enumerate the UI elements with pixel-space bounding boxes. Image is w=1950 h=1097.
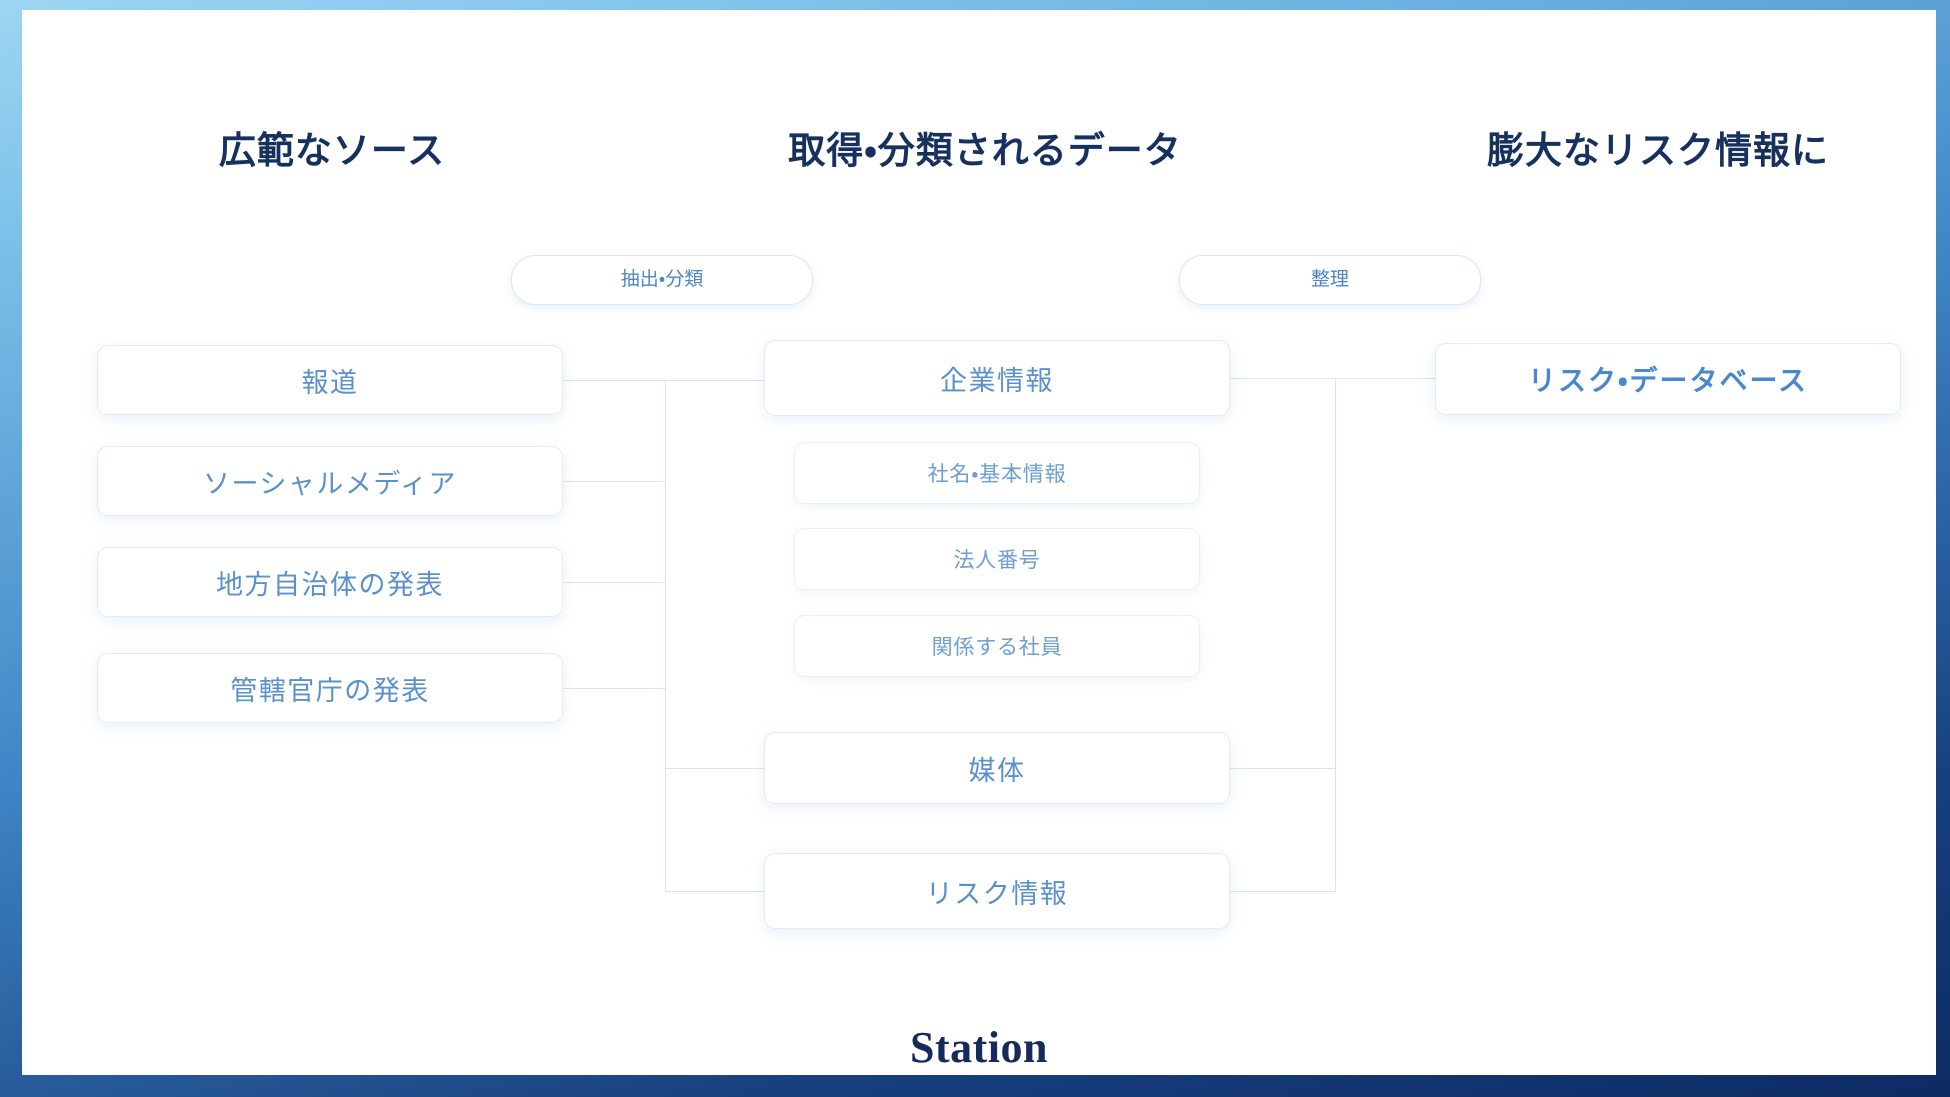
connector-company-to-trunk: [1230, 378, 1336, 379]
card-risk-information[interactable]: リスク情報: [764, 853, 1230, 929]
pill-extract-classify: 抽出・分類: [511, 255, 813, 305]
card-source-social-media[interactable]: ソーシャルメディア: [97, 446, 563, 516]
connector-trunk-to-database: [1335, 378, 1436, 379]
connector-left-trunk: [665, 380, 666, 891]
connector-right-trunk: [1335, 378, 1336, 891]
heading-risk-output: 膨大なリスク情報に: [1487, 130, 1829, 171]
pill-organize: 整理: [1179, 255, 1481, 305]
connector-trunk-to-media: [665, 768, 765, 769]
card-source-municipal-announcements[interactable]: 地方自治体の発表: [97, 547, 563, 617]
card-corporate-number[interactable]: 法人番号: [794, 528, 1200, 590]
connector-source-news: [563, 380, 666, 381]
connector-trunk-to-company: [665, 380, 765, 381]
card-source-agency-announcements[interactable]: 管轄官庁の発表: [97, 653, 563, 723]
card-company-name-basic-info[interactable]: 社名・基本情報: [794, 442, 1200, 504]
connector-source-social: [563, 481, 666, 482]
station-logo: Station: [910, 1023, 1048, 1072]
card-risk-database[interactable]: リスク・データベース: [1435, 343, 1901, 415]
connector-source-municipal: [563, 582, 666, 583]
connector-source-agency: [563, 688, 666, 689]
card-related-employees[interactable]: 関係する社員: [794, 615, 1200, 677]
connector-trunk-to-risk: [665, 891, 765, 892]
connector-risk-to-trunk: [1230, 891, 1336, 892]
card-media-outlet[interactable]: 媒体: [764, 732, 1230, 804]
diagram-canvas: 広範なソース 取得・分類されるデータ 膨大なリスク情報に 抽出・分類 整理 報道…: [22, 10, 1936, 1075]
heading-sources: 広範なソース: [218, 130, 446, 171]
connector-media-to-trunk: [1230, 768, 1336, 769]
heading-classified-data: 取得・分類されるデータ: [788, 130, 1182, 171]
card-company-information[interactable]: 企業情報: [764, 340, 1230, 416]
card-source-news[interactable]: 報道: [97, 345, 563, 415]
